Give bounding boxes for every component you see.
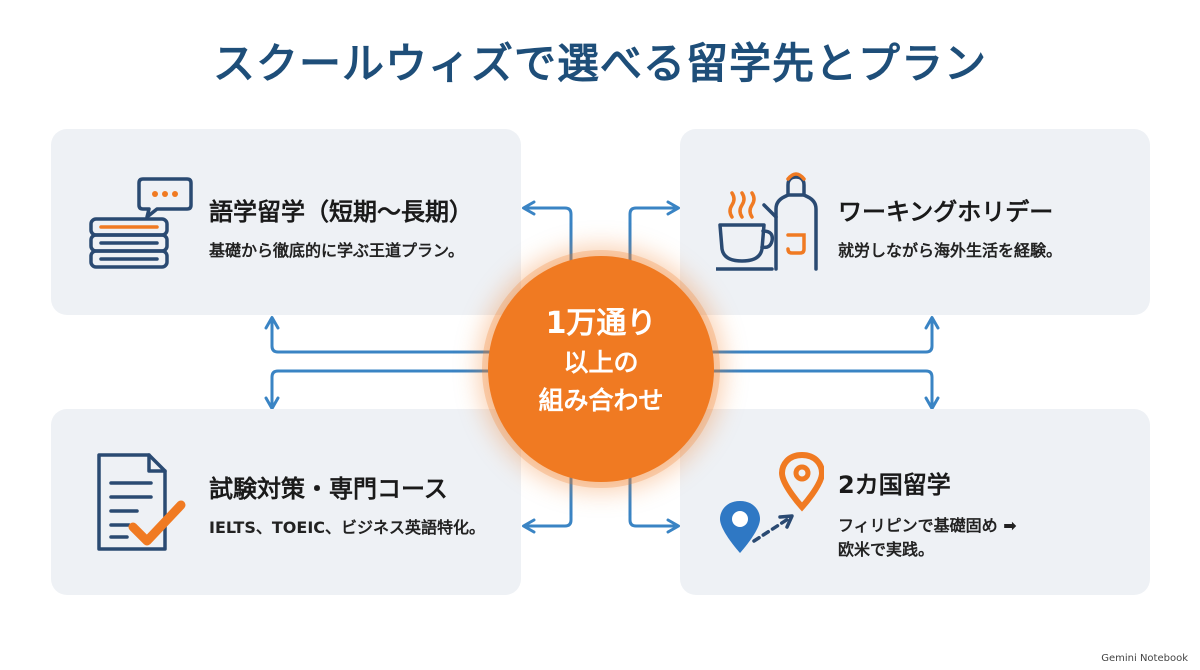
card-title: 試験対策・専門コース xyxy=(209,475,448,503)
hub-line-3: 組み合わせ xyxy=(538,386,664,415)
coffee-apron-icon xyxy=(716,172,818,271)
connector-right-lower xyxy=(708,369,940,410)
card-title: 語学留学（短期〜長期） xyxy=(209,198,473,226)
books-speech-bubble-icon xyxy=(89,177,193,269)
card-description-line-1: フィリピンで基礎固め ➡ xyxy=(838,516,1017,535)
card-two-country-study: 2カ国留学 フィリピンで基礎固め ➡ 欧米で実践。 xyxy=(680,409,1150,595)
card-description: 基礎から徹底的に学ぶ王道プラン。 xyxy=(209,241,465,260)
document-check-icon xyxy=(97,453,186,551)
card-description: 就労しながら海外生活を経験。 xyxy=(838,241,1063,260)
connector-top-left-vertical xyxy=(522,200,573,264)
connector-bottom-left-vertical xyxy=(522,474,573,534)
page-title: スクールウィズで選べる留学先とプラン xyxy=(212,39,987,88)
hub-line-1: 1万通り xyxy=(545,306,657,341)
card-description: フィリピンで基礎固め ➡ 欧米で実践。 xyxy=(838,514,1136,562)
watermark: Gemini Notebook xyxy=(1101,653,1188,664)
center-hub-circle: 1万通り 以上の 組み合わせ xyxy=(488,256,714,482)
hub-line-2: 以上の xyxy=(563,348,639,377)
connector-bottom-right-vertical xyxy=(628,474,680,534)
card-description: IELTS、TOEIC、ビジネス英語特化。 xyxy=(209,518,486,537)
map-pins-route-icon xyxy=(720,451,824,553)
connector-left-lower xyxy=(264,369,494,410)
connector-top-right-vertical xyxy=(628,200,680,264)
card-working-holiday: ワーキングホリデー 就労しながら海外生活を経験。 xyxy=(680,129,1150,315)
card-language-study: 語学留学（短期〜長期） 基礎から徹底的に学ぶ王道プラン。 xyxy=(51,129,521,315)
card-title: ワーキングホリデー xyxy=(838,198,1054,226)
card-exam-prep: 試験対策・専門コース IELTS、TOEIC、ビジネス英語特化。 xyxy=(51,409,521,595)
connector-right-upper xyxy=(708,316,940,354)
card-description-line-2: 欧米で実践。 xyxy=(838,540,935,559)
card-title: 2カ国留学 xyxy=(838,471,951,499)
connector-left-upper xyxy=(264,316,494,354)
